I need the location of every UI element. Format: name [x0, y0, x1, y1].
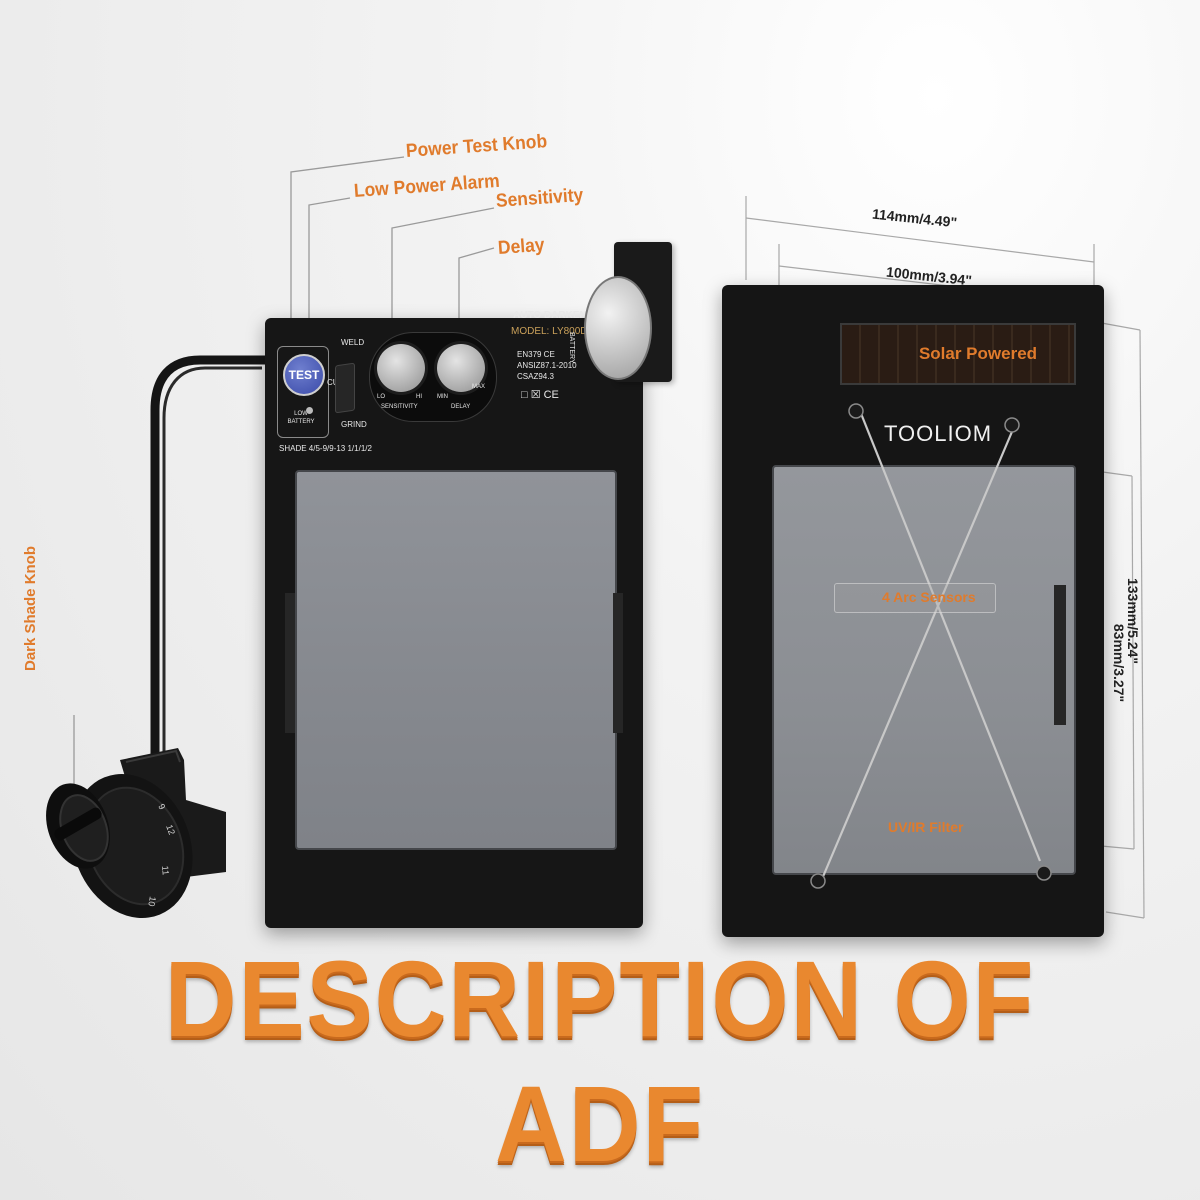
sensitivity-knob — [377, 344, 425, 392]
svg-text:11: 11 — [160, 865, 171, 875]
shade-label: SHADE 4/5-9/9-13 1/1/1/2 — [279, 444, 372, 453]
standard-1: EN379 CE — [517, 350, 555, 359]
weld-label: WELD — [341, 338, 365, 347]
delay-knob — [437, 344, 485, 392]
max-label: MAX — [472, 384, 486, 390]
adf-lens-back — [772, 465, 1076, 875]
arc-sensors-label: 4 Arc Sensors — [882, 589, 976, 605]
adf-cartridge-front: TEST LOW BATTERY WELD CUT GRIND LO HI SE… — [265, 310, 643, 928]
arc-sensors-label-box — [834, 583, 996, 613]
hi-label: HI — [416, 394, 422, 400]
model-label: MODEL: LY800D — [511, 326, 588, 337]
uv-ir-filter-label: UV/IR Filter — [888, 819, 964, 835]
solar-powered-label: Solar Powered — [918, 344, 1038, 363]
min-label: MIN — [437, 394, 448, 400]
delay-scale-label: DELAY — [451, 404, 471, 410]
low-battery-led — [306, 407, 313, 414]
callout-dark-shade-knob: Dark Shade Knob — [22, 545, 40, 672]
svg-text:10: 10 — [146, 896, 158, 908]
low-battery-label: LOW BATTERY — [287, 411, 315, 425]
lo-label: LO — [377, 394, 386, 400]
brand-logo: TOOLIOM — [884, 421, 993, 446]
test-button-frame — [277, 346, 329, 438]
test-button-label: TEST — [288, 368, 320, 382]
svg-text:9: 9 — [156, 802, 167, 811]
test-button: TEST — [283, 354, 325, 396]
battery-coin — [584, 276, 652, 380]
dim-inner-height: 83mm/3.27" — [1111, 623, 1128, 703]
sensitivity-scale-label: SENSITIVITY — [381, 404, 418, 410]
arc-sensor-wires — [810, 403, 1052, 889]
adf-lens-front — [295, 470, 617, 850]
grind-label: GRIND — [341, 420, 367, 429]
page-title: DESCRIPTION OF ADF — [164, 938, 1036, 1184]
lens-clip-right — [613, 593, 623, 733]
adf-cartridge-back: Solar Powered TOOLIOM 4 Arc Sensors UV/I… — [722, 285, 1104, 937]
dim-outer-height: 133mm/5.24" — [1125, 577, 1142, 665]
certification-icons: □ ☒ CE — [521, 389, 559, 401]
standard-2: ANSIZ87.1-2010 — [517, 361, 577, 370]
standard-3: CSAZ94.3 — [517, 372, 554, 381]
lens-clip-back-right — [1054, 585, 1066, 725]
callout-delay: Delay — [497, 234, 546, 259]
mode-switch — [335, 362, 355, 414]
battery-label: BATTERY — [568, 332, 575, 364]
solar-panel: Solar Powered — [840, 323, 1076, 385]
svg-text:12: 12 — [164, 823, 177, 836]
auto-darkening-label: AUTO DARKENING — [513, 310, 605, 321]
lens-clip-left — [285, 593, 295, 733]
